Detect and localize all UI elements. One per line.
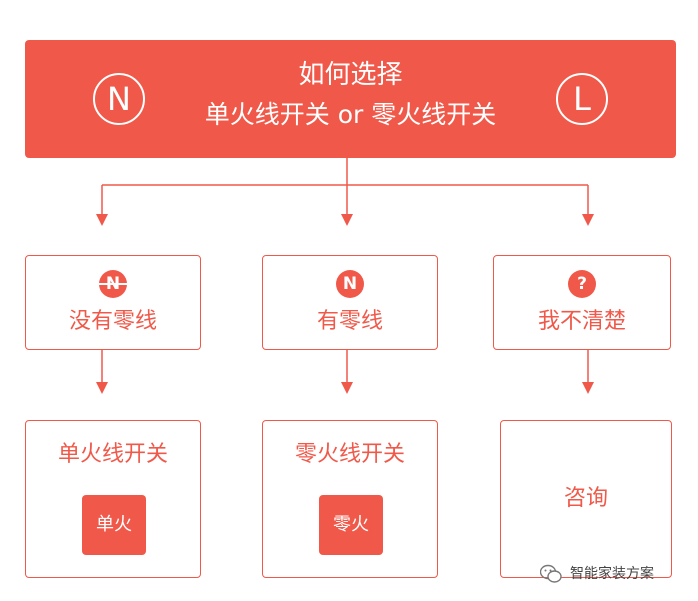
result-tag: 零火 [319,495,383,555]
option-label: 我不清楚 [537,309,626,334]
live-symbol-icon: L [556,73,608,125]
option-label: 没有零线 [68,309,157,334]
watermark-text: 智能家装方案 [570,566,654,582]
arrowhead-result-1 [96,382,108,394]
arrowhead-option-2 [341,214,353,226]
option-not-sure: ? 我不清楚 [493,255,671,350]
header-subtitle: 单火线开关 or 零火线开关 [204,100,497,129]
arrowhead-option-1 [96,214,108,226]
header-title: 如何选择 [298,60,403,90]
result-label: 单火线开关 [57,442,168,467]
arrowhead-result-2 [341,382,353,394]
neutral-crossed-icon: N [96,270,130,298]
arrowhead-result-3 [582,382,594,394]
watermark: 智能家装方案 [540,562,690,586]
arrowhead-option-3 [582,214,594,226]
result-label: 咨询 [563,486,608,511]
result-single-live-switch: 单火线开关 单火 [25,420,201,578]
question-icon: ? [568,270,596,298]
result-neutral-live-switch: 零火线开关 零火 [262,420,438,578]
result-tag: 单火 [82,495,146,555]
option-label: 有零线 [316,309,383,334]
result-consult: 咨询 [500,420,672,578]
wechat-icon [540,564,562,583]
strike-through [96,283,130,285]
neutral-symbol-icon: N [93,73,145,125]
neutral-icon: N [336,270,364,298]
result-label: 零火线开关 [294,442,405,467]
option-no-neutral: N 没有零线 [25,255,201,350]
option-has-neutral: N 有零线 [262,255,438,350]
header-banner: 如何选择 单火线开关 or 零火线开关 N L [25,40,676,158]
